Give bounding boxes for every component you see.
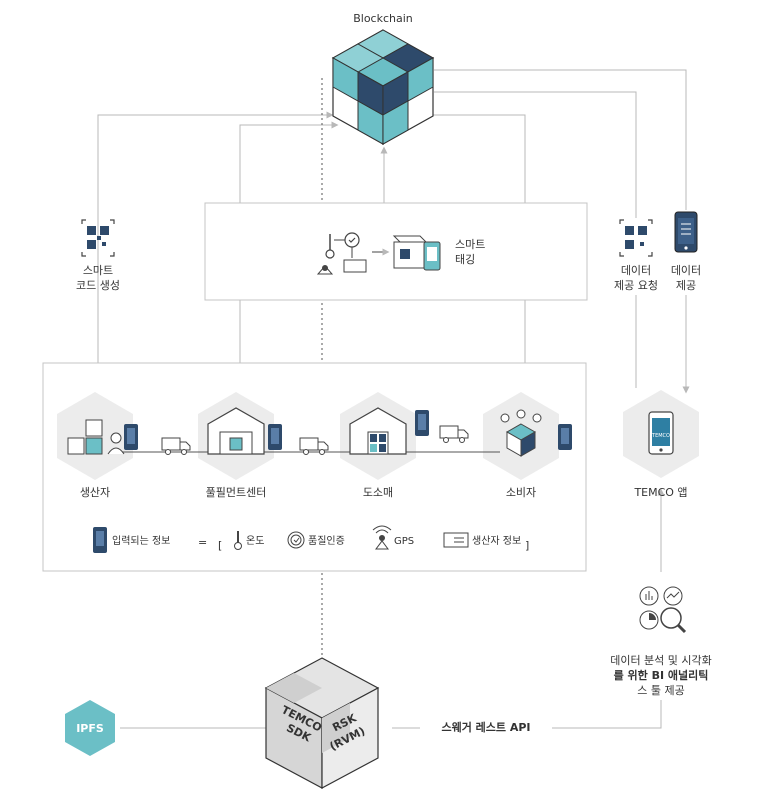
legend-equals: = xyxy=(198,536,207,549)
blockchain-cube xyxy=(331,29,435,146)
truck-icon-1 xyxy=(161,437,191,455)
phone-wholesale-icon xyxy=(415,410,429,436)
consumer-icon xyxy=(500,409,542,457)
truck-icon-3 xyxy=(439,425,469,443)
smart-tagging-line2: 태깅 xyxy=(455,253,475,266)
thermometer-icon xyxy=(234,531,242,550)
swagger-label: 스웨거 레스트 API xyxy=(441,720,530,734)
bi-line2: 를 위한 BI 애널리틱 xyxy=(614,668,709,682)
stage-label-consumer: 소비자 xyxy=(506,486,536,499)
line-mid-left xyxy=(239,121,339,203)
legend-input-info: 입력되는 정보 xyxy=(112,534,170,547)
data-request-line2: 제공 요청 xyxy=(614,279,658,292)
phone-icon xyxy=(674,211,698,253)
phone-fulfillment-icon xyxy=(268,424,282,450)
smart-code-line1: 스마트 xyxy=(83,264,113,277)
data-request-line1: 데이터 xyxy=(621,264,651,277)
line-mid-right xyxy=(432,114,526,203)
temco-app-label: TEMCO 앱 xyxy=(633,486,687,499)
sdk-cube xyxy=(264,657,380,790)
line-right-outer xyxy=(434,69,687,210)
box-phone-icon xyxy=(392,235,441,271)
stage-label-wholesale: 도소매 xyxy=(363,486,393,499)
stage-label-fulfillment: 풀필먼트센터 xyxy=(206,486,267,499)
legend-bracket-open: [ xyxy=(218,539,222,552)
phone-consumer-icon xyxy=(558,424,572,450)
warehouse-icon xyxy=(207,407,265,455)
smart-tagging-line1: 스마트 xyxy=(455,238,485,251)
legend-bracket-close: ] xyxy=(525,539,529,552)
smart-code-line2: 코드 생성 xyxy=(76,279,120,292)
line-right-inner xyxy=(434,91,637,218)
phone-producer-icon xyxy=(124,424,138,450)
data-provide-line2: 제공 xyxy=(676,279,696,292)
qr-request-icon xyxy=(619,219,653,257)
bi-line1: 데이터 분석 및 시각화 xyxy=(610,654,712,667)
truck-icon-2 xyxy=(299,437,329,455)
sensor-icon xyxy=(316,232,367,275)
ipfs-label: IPFS xyxy=(76,722,104,735)
temco-screen-text: TEMCO xyxy=(651,433,670,439)
legend-producer-info: 생산자 정보 xyxy=(472,535,521,547)
legend-gps: GPS xyxy=(394,536,414,547)
qr-icon xyxy=(81,219,115,257)
swagger-label-bg xyxy=(420,718,552,734)
stage-label-producer: 생산자 xyxy=(80,486,110,499)
line-smart-code xyxy=(97,111,334,363)
data-provide-line1: 데이터 xyxy=(671,264,701,277)
gps-icon xyxy=(372,525,392,550)
quality-badge-icon xyxy=(287,531,305,549)
legend-phone-icon xyxy=(93,527,107,553)
hex-ipfs xyxy=(65,700,115,756)
bi-line3: 스 툴 제공 xyxy=(637,684,684,697)
analytics-icon xyxy=(639,586,687,634)
supply-chain-box xyxy=(42,362,587,572)
blockchain-title: Blockchain xyxy=(353,12,413,25)
id-card-icon xyxy=(443,532,469,548)
legend-temperature: 온도 xyxy=(246,535,264,547)
legend-quality: 품질인증 xyxy=(308,535,345,547)
producer-boxes-icon xyxy=(67,419,125,455)
store-icon xyxy=(349,407,407,455)
temco-phone-icon xyxy=(648,411,674,455)
